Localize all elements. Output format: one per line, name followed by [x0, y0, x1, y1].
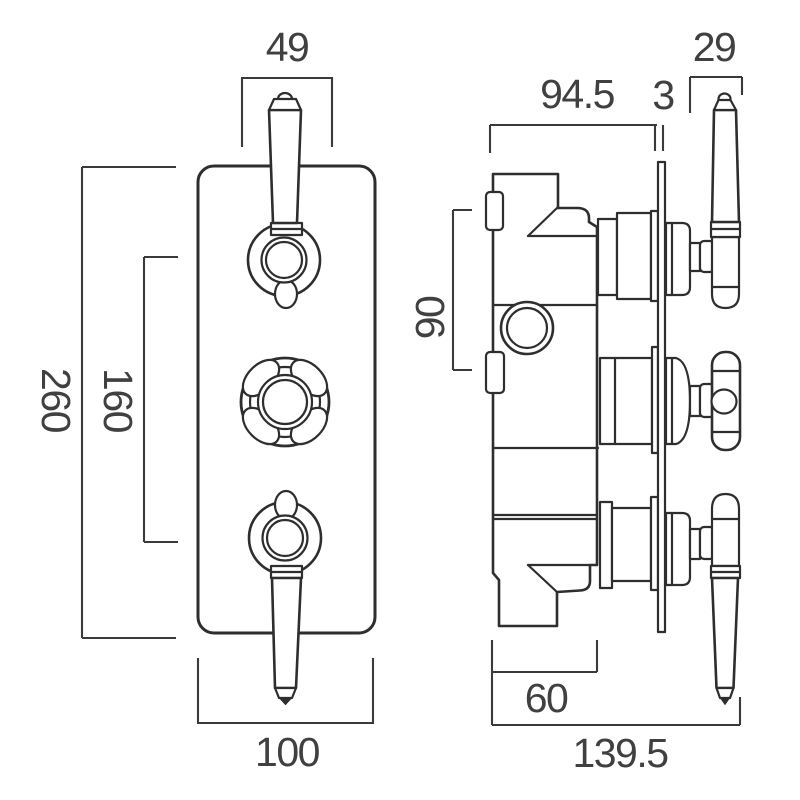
- cartridge-bottom: [598, 495, 660, 592]
- dim-label-29: 29: [693, 24, 736, 70]
- side-view: 94.5 3 29 90 60: [407, 24, 744, 776]
- dim-side-handle-width: 29: [688, 24, 744, 113]
- lever-cap: [712, 98, 738, 112]
- dim-front-handle-width: 49: [240, 24, 334, 147]
- front-cross-handle: [239, 356, 331, 448]
- side-top-lever-handle: [664, 92, 742, 310]
- cross-hub-inner: [261, 378, 309, 426]
- lever-grip: [710, 576, 740, 690]
- inlet-boss-top: [484, 190, 505, 232]
- dim-side-body-depth: 60: [490, 640, 599, 725]
- hub-outer: [260, 236, 308, 284]
- lever-knuckle: [710, 235, 741, 310]
- dim-front-plate-width: 100: [196, 658, 375, 775]
- dim-label-139.5: 139.5: [572, 730, 668, 776]
- inlet-boss-bottom: [484, 350, 506, 395]
- front-top-lever-handle: [246, 91, 322, 310]
- dim-front-plate-height: 260: [33, 165, 176, 640]
- dim-label-260: 260: [33, 368, 79, 433]
- front-bottom-lever-handle: [247, 489, 323, 705]
- hub-outer: [261, 514, 309, 562]
- lever-cap-tip: [279, 697, 292, 705]
- dim-label-94.5: 94.5: [540, 71, 614, 117]
- dim-label-60: 60: [525, 675, 568, 721]
- cartridge-top: [596, 209, 660, 303]
- dim-label-160: 160: [95, 368, 141, 433]
- hub-stem: [688, 241, 702, 273]
- escutcheon: [664, 221, 692, 297]
- lever-grip: [710, 108, 741, 224]
- valve-body: [491, 172, 599, 628]
- side-port-inner: [505, 306, 549, 350]
- hub-stem: [688, 527, 702, 561]
- dim-front-handle-pitch: 160: [95, 255, 178, 544]
- handle-tip-lug: [273, 278, 299, 310]
- dim-label-100: 100: [255, 729, 320, 775]
- dim-side-plate-thickness: 3: [652, 72, 675, 151]
- side-port: [499, 300, 555, 356]
- wall-plate-side: [656, 160, 667, 634]
- dim-side-port-pitch: 90: [407, 208, 472, 372]
- valve-body-detail: [484, 190, 600, 594]
- hub-inner: [265, 518, 305, 558]
- front-view: 49 260 160 100: [33, 24, 377, 775]
- cartridge-middle: [598, 345, 660, 455]
- side-cross-handle: [664, 350, 742, 452]
- hub-inner: [264, 240, 304, 280]
- lever-cap-tip: [720, 697, 730, 705]
- dim-side-body-to-plate: 94.5: [488, 71, 657, 153]
- dim-label-3: 3: [652, 72, 673, 118]
- lever-cap: [267, 97, 303, 112]
- cross-hub-outer: [256, 373, 314, 431]
- side-bottom-lever-handle: [664, 492, 742, 705]
- lever-cap: [715, 686, 735, 700]
- lever-cap: [273, 686, 298, 700]
- lever-grip: [270, 576, 303, 690]
- escutcheon: [664, 511, 692, 587]
- dim-side-overall-depth: 139.5: [492, 697, 742, 776]
- lever-grip: [267, 108, 303, 225]
- cross-arm-end: [710, 388, 738, 415]
- escutcheon-dome: [664, 356, 692, 446]
- lever-knuckle: [710, 492, 741, 568]
- dim-label-90: 90: [407, 296, 453, 339]
- hub-stem: [688, 384, 702, 418]
- dim-label-49: 49: [266, 24, 309, 70]
